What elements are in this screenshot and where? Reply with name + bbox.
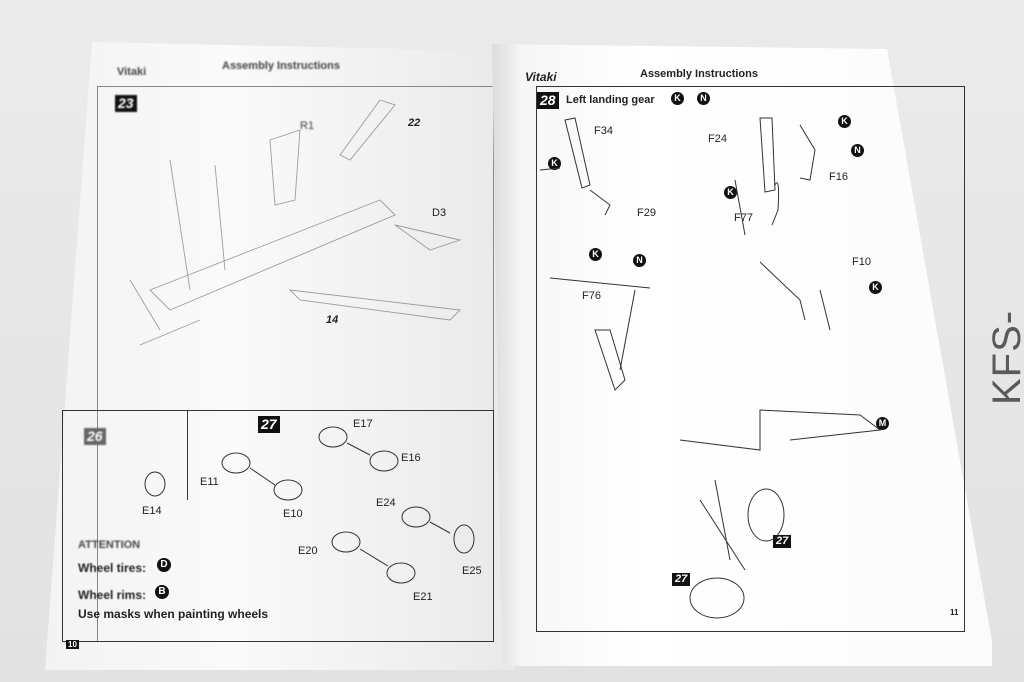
- part-e14: E14: [142, 505, 162, 517]
- code-k-4: K: [589, 248, 602, 261]
- part-f16: F16: [829, 171, 848, 183]
- part-e10: E10: [283, 508, 303, 520]
- right-header: Assembly Instructions: [640, 68, 758, 80]
- part-e24: E24: [376, 497, 396, 509]
- code-n-2: N: [633, 254, 646, 267]
- code-m-1: M: [876, 417, 889, 430]
- wheel-tires-label: Wheel tires:: [78, 561, 147, 575]
- title-code-k: K: [671, 92, 684, 105]
- left-page: [45, 42, 515, 670]
- left-logo: Vitaki: [117, 66, 147, 78]
- part-e16: E16: [401, 452, 421, 464]
- landing-gear-drawings: [539, 117, 882, 619]
- code-k-5: K: [869, 281, 882, 294]
- wheel-tires-code: D: [157, 558, 171, 572]
- part-f34: F34: [594, 125, 613, 137]
- left-step-number-top: 23: [115, 95, 137, 112]
- code-n-1: N: [851, 144, 864, 157]
- part-e11: E11: [200, 476, 219, 488]
- part-e25: E25: [462, 565, 482, 577]
- wheel-drawings: [144, 426, 475, 584]
- part-number-22: 22: [408, 117, 421, 129]
- left-page-number: 10: [66, 640, 79, 649]
- part-d3: D3: [432, 207, 447, 219]
- code-k-1: K: [548, 157, 561, 170]
- step-28-number: 28: [537, 92, 559, 109]
- part-f29: F29: [637, 207, 656, 219]
- right-page-number: 11: [950, 608, 959, 617]
- kfs-watermark: KFS-miniatures: [985, 309, 1024, 405]
- wheel-rims-code: B: [155, 585, 169, 599]
- part-f10: F10: [852, 256, 871, 268]
- part-number-14: 14: [326, 314, 339, 326]
- attention-title: ATTENTION: [78, 539, 141, 551]
- part-f76: F76: [582, 290, 601, 302]
- aircraft-drawing: [129, 99, 462, 346]
- step-27-number: 27: [258, 416, 280, 433]
- right-logo: Vitaki: [525, 70, 557, 84]
- step-28-title: Left landing gear: [566, 94, 655, 106]
- part-number-27-lower: 27: [672, 573, 691, 586]
- left-bottom-divider: [187, 410, 188, 500]
- left-header: Assembly Instructions: [222, 60, 340, 72]
- right-page-frame: [536, 86, 965, 632]
- code-k-2: K: [838, 115, 851, 128]
- part-r1: R1: [300, 120, 315, 132]
- masks-note: Use masks when painting wheels: [78, 607, 269, 621]
- title-code-n: N: [697, 92, 710, 105]
- part-e17: E17: [353, 418, 373, 430]
- part-f77: F77: [734, 212, 753, 224]
- wheel-rims-label: Wheel rims:: [78, 588, 147, 602]
- part-f24: F24: [708, 133, 727, 145]
- left-bottom-panel: [62, 410, 494, 642]
- part-e21: E21: [413, 591, 433, 603]
- part-e20: E20: [298, 545, 318, 557]
- part-number-27-upper: 27: [773, 535, 792, 548]
- code-k-3: K: [724, 186, 737, 199]
- left-step-number-bottom: 26: [84, 428, 106, 445]
